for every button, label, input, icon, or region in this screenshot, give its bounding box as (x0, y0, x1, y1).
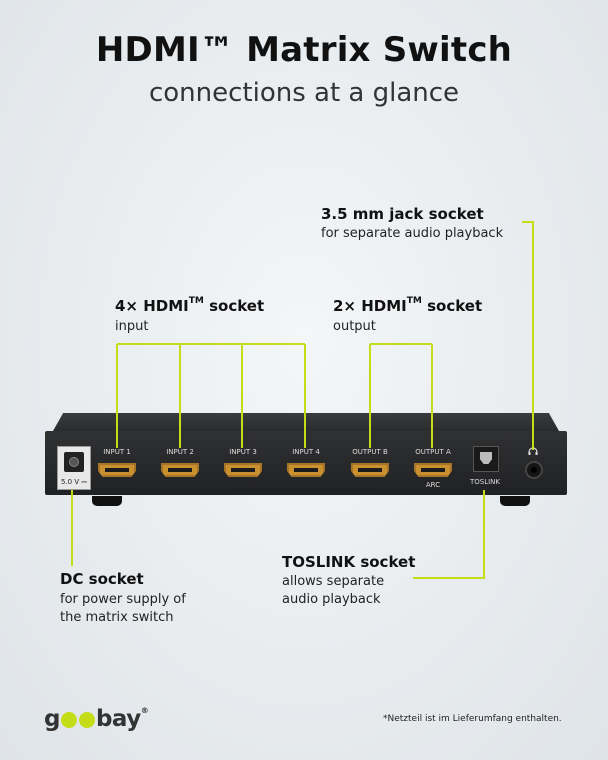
dc-jack-icon (64, 452, 84, 472)
page-subtitle: connections at a glance (148, 78, 460, 108)
dc-socket-description-line1: for power supply of (60, 592, 186, 607)
hdmi-port-input-3 (224, 463, 262, 477)
hdmi-input-description: input (115, 319, 149, 334)
port-label-output-b: OUTPUT B (352, 448, 388, 456)
port-label-input-3: INPUT 3 (229, 448, 257, 456)
toslink-port-label: TOSLINK (469, 478, 501, 486)
footnote: *Netzteil ist im Lieferumfang enthalten. (383, 714, 562, 724)
arc-label: ARC (425, 481, 441, 489)
dc-voltage-label: 5.0 V ⎓ (61, 478, 87, 486)
toslink-socket-description-line2: audio playback (282, 592, 381, 607)
hdmi-input-title: 4× HDMITM socket (115, 296, 265, 315)
hdmi-port-input-1 (98, 463, 136, 477)
jack-socket-description: for separate audio playback (321, 226, 504, 241)
toslink-socket-description-line1: allows separate (282, 574, 385, 589)
device-foot-right (500, 496, 530, 506)
logo-dot-icon (78, 712, 95, 728)
port-label-input-4: INPUT 4 (292, 448, 320, 456)
hdmi-port-input-4 (287, 463, 325, 477)
hdmi-output-description: output (333, 319, 376, 334)
hdmi-output-title: 2× HDMITM socket (333, 296, 483, 315)
logo-dot-icon (60, 712, 77, 728)
port-label-output-a: OUTPUT A (415, 448, 451, 456)
device-foot-left (92, 496, 122, 506)
port-label-input-1: INPUT 1 (103, 448, 131, 456)
toslink-port (473, 446, 499, 472)
jack-socket-title: 3.5 mm jack socket (321, 205, 484, 223)
toslink-socket-title: TOSLINK socket (282, 553, 416, 571)
hdmi-port-output-b (351, 463, 389, 477)
dc-socket: 5.0 V ⎓ (57, 446, 91, 490)
hdmi-port-input-2 (161, 463, 199, 477)
hdmi-port-output-a (414, 463, 452, 477)
page-title: HDMI™ Matrix Switch (95, 30, 513, 70)
port-label-input-2: INPUT 2 (166, 448, 194, 456)
audio-jack-port (525, 461, 543, 479)
dc-socket-description-line2: the matrix switch (60, 610, 174, 625)
dc-socket-title: DC socket (60, 570, 144, 588)
